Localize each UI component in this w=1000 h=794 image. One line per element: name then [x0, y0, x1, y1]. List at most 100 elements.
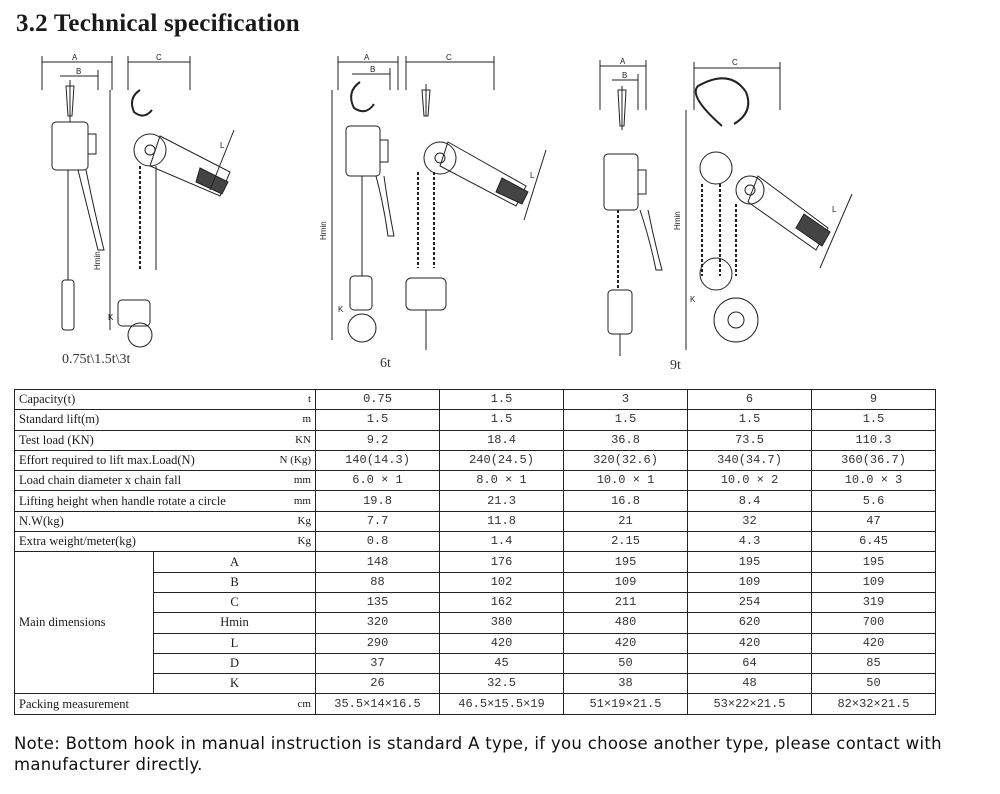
table-cell: 240(24.5) [439, 449, 564, 472]
table-cell: 320(32.6) [563, 449, 688, 472]
table-cell: 9.2 [315, 429, 440, 451]
table-cell: 0.8 [315, 531, 440, 553]
dim-l-label: L [530, 171, 535, 180]
row-label: N.W(kg) [13, 510, 276, 533]
table-cell: 26 [315, 673, 440, 695]
figure-caption-6t: 6t [380, 356, 391, 371]
table-cell: 46.5×15.5×19 [439, 693, 564, 715]
hoist-drawing-small: A B C L Hmin K [41, 53, 235, 348]
table-cell: 21.3 [439, 490, 564, 512]
dimension-name: K [153, 673, 316, 695]
spec-row: Effort required to lift max.Load(N)N (Kg… [13, 449, 936, 472]
table-cell: 700 [811, 612, 936, 634]
table-cell: 195 [811, 551, 936, 573]
table-cell: 6.0 × 1 [315, 470, 440, 492]
table-cell: 420 [439, 632, 564, 654]
dim-b-label: B [622, 71, 627, 80]
table-cell: 48 [687, 673, 812, 695]
dim-a-label: A [364, 53, 370, 62]
dim-c-label: C [156, 53, 162, 62]
dim-l-label: L [832, 205, 837, 214]
table-cell: 1.5 [687, 409, 812, 431]
row-unit: Kg [275, 510, 316, 533]
dim-a-label: A [72, 53, 78, 62]
table-cell: 3 [563, 388, 688, 411]
table-cell: 340(34.7) [687, 449, 812, 472]
dimension-name: L [153, 632, 316, 654]
table-cell: 162 [439, 591, 564, 614]
dim-l-label: L [220, 141, 225, 150]
table-cell: 1.4 [439, 531, 564, 553]
dimension-name: Hmin [153, 612, 316, 634]
table-cell: 319 [811, 591, 936, 614]
row-label: Capacity(t) [13, 388, 276, 411]
row-unit: t [275, 388, 316, 411]
row-label: Effort required to lift max.Load(N) [13, 449, 276, 472]
main-dimensions-label: Main dimensions [14, 551, 154, 695]
dim-k-label: K [690, 295, 696, 304]
table-cell: 7.7 [315, 510, 440, 533]
table-cell: 82×32×21.5 [811, 693, 936, 715]
table-cell: 420 [563, 632, 688, 654]
table-cell: 2.15 [563, 531, 688, 553]
table-cell: 16.8 [563, 490, 688, 512]
table-cell: 73.5 [687, 429, 812, 451]
page-title: 3.2 Technical specification [16, 10, 300, 37]
table-cell: 1.5 [439, 409, 564, 431]
table-cell: 9 [811, 388, 936, 411]
table-cell: 176 [439, 551, 564, 573]
figure-caption-small: 0.75t\1.5t\3t [62, 352, 131, 367]
table-cell: 195 [687, 551, 812, 573]
dim-b-label: B [370, 65, 375, 74]
table-cell: 10.0 × 1 [563, 470, 688, 492]
table-cell: 51×19×21.5 [563, 693, 688, 715]
table-cell: 50 [811, 673, 936, 695]
row-unit: cm [275, 693, 316, 715]
row-unit: N (Kg) [275, 449, 316, 472]
table-cell: 88 [315, 571, 440, 593]
dim-k-label: K [108, 313, 114, 322]
table-cell: 38 [563, 673, 688, 695]
table-cell: 290 [315, 632, 440, 654]
table-cell: 8.0 × 1 [439, 470, 564, 492]
table-cell: 32 [687, 510, 812, 533]
table-cell: 10.0 × 3 [811, 470, 936, 492]
table-cell: 8.4 [687, 490, 812, 512]
table-cell: 420 [811, 632, 936, 654]
table-cell: 10.0 × 2 [687, 470, 812, 492]
table-cell: 110.3 [811, 429, 936, 451]
table-cell: 1.5 [563, 409, 688, 431]
table-cell: 109 [687, 571, 812, 593]
row-unit: Kg [275, 531, 316, 553]
table-cell: 140(14.3) [315, 449, 440, 472]
dim-c-label: C [446, 53, 452, 62]
table-cell: 1.5 [439, 388, 564, 411]
row-unit: mm [275, 470, 316, 492]
table-cell: 109 [563, 571, 688, 593]
table-cell: 6.45 [811, 531, 936, 553]
dimension-name: A [153, 551, 316, 573]
dim-k-label: K [338, 305, 344, 314]
row-label: Extra weight/meter(kg) [13, 531, 276, 553]
table-cell: 254 [687, 591, 812, 614]
hoist-drawing-6t: A B C L Hmin K [319, 53, 547, 350]
table-cell: 35.5×14×16.5 [315, 693, 440, 715]
table-cell: 45 [439, 652, 564, 675]
footnote: Note: Bottom hook in manual instruction … [14, 734, 942, 774]
table-cell: 11.8 [439, 510, 564, 533]
row-label: Load chain diameter x chain fall [13, 470, 276, 492]
table-cell: 36.8 [563, 429, 688, 451]
figure-caption-9t: 9t [670, 358, 681, 373]
table-cell: 109 [811, 571, 936, 593]
